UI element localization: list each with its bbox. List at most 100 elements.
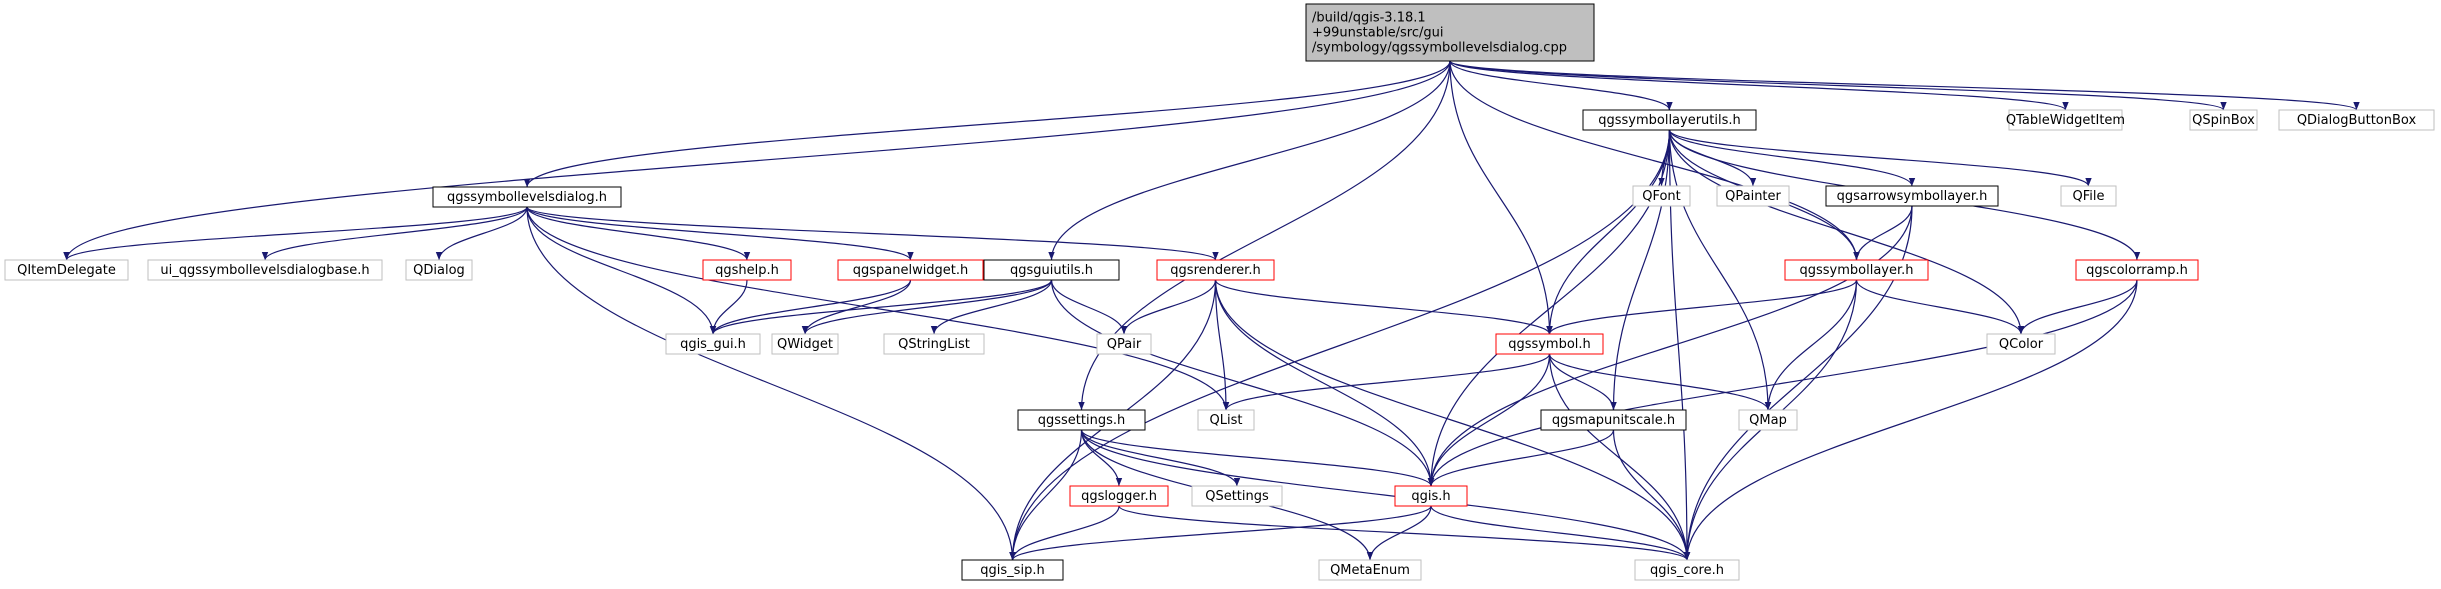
node-label-qgsarrowsymbollayer_h: qgsarrowsymbollayer.h — [1837, 189, 1988, 204]
node-label-QTableWidgetItem: QTableWidgetItem — [2006, 113, 2125, 128]
edge-qgscolorramp_h-to-QColor — [2017, 279, 2138, 335]
node-label-qgspanelwidget_h: qgspanelwidget.h — [853, 263, 969, 278]
node-box-qgssettings_h — [1017, 409, 1146, 431]
edge-qgssettings_h-to-qgis_core_h — [1080, 429, 1691, 561]
edge-root-to-QSpinBox — [1449, 60, 2227, 111]
edge-qgsrenderer_h-to-QList — [1214, 279, 1230, 411]
node-label-QDialog: QDialog — [413, 263, 465, 278]
node-QColor: QColor — [1986, 333, 2056, 355]
node-label-qgis_gui_h: qgis_gui.h — [680, 337, 746, 352]
edge-qgssymbollevelsdialog_h-to-qgspanelwidget_h — [526, 206, 914, 261]
node-label-ui_qgssymbollevelsdialogbase_h: ui_qgssymbollevelsdialogbase.h — [160, 263, 369, 278]
edge-qgssymbol_h-to-qgsmapunitscale_h — [1548, 353, 1617, 411]
edge-qgslogger_h-to-qgis_sip_h — [1009, 505, 1120, 561]
node-box-qgscolorramp_h — [2075, 259, 2199, 281]
node-box-qgis_gui_h — [665, 333, 761, 355]
node-label-QItemDelegate: QItemDelegate — [17, 263, 116, 278]
node-qgis_core_h: qgis_core.h — [1634, 559, 1740, 581]
node-QSettings: QSettings — [1191, 485, 1283, 507]
node-qgsrenderer_h[interactable]: qgsrenderer.h — [1156, 259, 1275, 281]
node-QMetaEnum: QMetaEnum — [1318, 559, 1422, 581]
node-box-qgssymbollayerutils_h — [1582, 109, 1757, 131]
edge-qgssymbol_h-to-QMap — [1548, 353, 1772, 411]
node-qgis_gui_h: qgis_gui.h — [665, 333, 761, 355]
node-box-QPair — [1096, 333, 1152, 355]
node-label-root: +99unstable/src/gui — [1312, 26, 1443, 41]
node-box-qgsmapunitscale_h — [1540, 409, 1687, 431]
node-qgssymbollayer_h[interactable]: qgssymbollayer.h — [1784, 259, 1929, 281]
node-box-QSpinBox — [2189, 109, 2258, 131]
node-label-QWidget: QWidget — [777, 337, 833, 352]
edge-qgsarrowsymbollayer_h-to-qgis_h — [1427, 205, 1913, 487]
node-label-root: /build/qgis-3.18.1 — [1312, 11, 1426, 26]
node-label-root: /symbology/qgssymbollevelsdialog.cpp — [1312, 41, 1567, 56]
node-QDialogButtonBox: QDialogButtonBox — [2278, 109, 2435, 131]
edge-qgssettings_h-to-qgis_h — [1080, 429, 1435, 487]
node-qgsmapunitscale_h[interactable]: qgsmapunitscale.h — [1540, 409, 1687, 431]
node-box-QTableWidgetItem — [2008, 109, 2123, 131]
node-qgsarrowsymbollayer_h[interactable]: qgsarrowsymbollayer.h — [1825, 185, 1999, 207]
edge-qgsmapunitscale_h-to-qgis_h — [1427, 429, 1615, 487]
node-box-QColor — [1986, 333, 2056, 355]
node-label-qgslogger_h: qgslogger.h — [1081, 489, 1157, 504]
edge-qgssymbollayer_h-to-qgssymbol_h — [1546, 279, 1858, 335]
node-box-QDialogButtonBox — [2278, 109, 2435, 131]
node-qgsguiutils_h[interactable]: qgsguiutils.h — [983, 259, 1120, 281]
edge-qgssymbollevelsdialog_h-to-QList — [526, 206, 1230, 411]
node-label-QFont: QFont — [1642, 189, 1681, 204]
node-qgssymbollayerutils_h[interactable]: qgssymbollayerutils.h — [1582, 109, 1757, 131]
node-box-QItemDelegate — [4, 259, 129, 281]
nodes-layer: /build/qgis-3.18.1+99unstable/src/gui/sy… — [4, 3, 2435, 581]
edge-qgssettings_h-to-QSettings — [1080, 429, 1241, 487]
edge-qgsrenderer_h-to-QPair — [1120, 279, 1217, 335]
node-QPainter: QPainter — [1716, 185, 1790, 207]
node-qgssettings_h[interactable]: qgssettings.h — [1017, 409, 1146, 431]
edge-qgsrenderer_h-to-qgis_h — [1214, 279, 1435, 487]
edge-qgssymbol_h-to-qgis_core_h — [1548, 353, 1691, 561]
edge-qgssymbollayerutils_h-to-QFile — [1668, 129, 2092, 187]
node-qgssymbol_h[interactable]: qgssymbol.h — [1495, 333, 1604, 355]
edge-qgssymbollevelsdialog_h-to-QItemDelegate — [63, 206, 528, 261]
node-label-qgscolorramp_h: qgscolorramp.h — [2086, 263, 2188, 278]
node-qgshelp_h[interactable]: qgshelp.h — [702, 259, 792, 281]
node-qgslogger_h[interactable]: qgslogger.h — [1069, 485, 1169, 507]
node-QList: QList — [1197, 409, 1255, 431]
edge-root-to-qgssymbollayerutils_h — [1449, 60, 1673, 111]
node-label-QColor: QColor — [1999, 337, 2044, 352]
edge-qgsarrowsymbollayer_h-to-qgssymbollayer_h — [1853, 205, 1913, 261]
edge-qgsguiutils_h-to-qgis_h — [1050, 279, 1435, 487]
node-box-qgsguiutils_h — [983, 259, 1120, 281]
node-label-qgssymbollayerutils_h: qgssymbollayerutils.h — [1598, 113, 1741, 128]
node-box-QWidget — [771, 333, 839, 355]
node-qgis_h[interactable]: qgis.h — [1394, 485, 1468, 507]
edge-qgssettings_h-to-qgis_sip_h — [1009, 429, 1083, 561]
edge-qgssymbollevelsdialog_h-to-ui_qgssymbollevelsdialogbase_h — [261, 206, 528, 261]
node-QDialog: QDialog — [405, 259, 473, 281]
node-label-qgssymbollayer_h: qgssymbollayer.h — [1799, 263, 1913, 278]
edge-qgssymbollevelsdialog_h-to-QDialog — [435, 206, 528, 261]
node-qgscolorramp_h[interactable]: qgscolorramp.h — [2075, 259, 2199, 281]
node-label-QList: QList — [1210, 413, 1243, 428]
node-box-qgssymbol_h — [1495, 333, 1604, 355]
node-box-qgspanelwidget_h — [837, 259, 984, 281]
edge-qgssymbollayerutils_h-to-qgis_h — [1427, 129, 1671, 487]
edge-qgssymbollayerutils_h-to-qgssymbol_h — [1546, 129, 1671, 335]
node-label-qgssymbol_h: qgssymbol.h — [1508, 337, 1591, 352]
edge-qgssymbollayerutils_h-to-qgsarrowsymbollayer_h — [1668, 129, 1916, 187]
node-box-qgssymbollevelsdialog_h — [432, 186, 622, 208]
node-ui_qgssymbollevelsdialogbase_h: ui_qgssymbollevelsdialogbase.h — [147, 259, 383, 281]
node-label-qgsmapunitscale_h: qgsmapunitscale.h — [1552, 413, 1675, 428]
node-root[interactable]: /build/qgis-3.18.1+99unstable/src/gui/sy… — [1305, 3, 1595, 62]
node-box-QFont — [1632, 185, 1691, 207]
edge-qgssymbollayerutils_h-to-qgsmapunitscale_h — [1610, 129, 1671, 411]
node-qgspanelwidget_h[interactable]: qgspanelwidget.h — [837, 259, 984, 281]
node-qgssymbollevelsdialog_h[interactable]: qgssymbollevelsdialog.h — [432, 186, 622, 208]
node-label-qgis_h: qgis.h — [1411, 489, 1450, 504]
node-qgis_sip_h[interactable]: qgis_sip.h — [961, 559, 1064, 581]
node-label-QDialogButtonBox: QDialogButtonBox — [2297, 113, 2417, 128]
node-label-qgshelp_h: qgshelp.h — [715, 263, 779, 278]
edge-qgssymbollevelsdialog_h-to-qgsrenderer_h — [526, 206, 1219, 261]
edge-root-to-QItemDelegate — [63, 60, 1451, 261]
node-box-qgis_sip_h — [961, 559, 1064, 581]
